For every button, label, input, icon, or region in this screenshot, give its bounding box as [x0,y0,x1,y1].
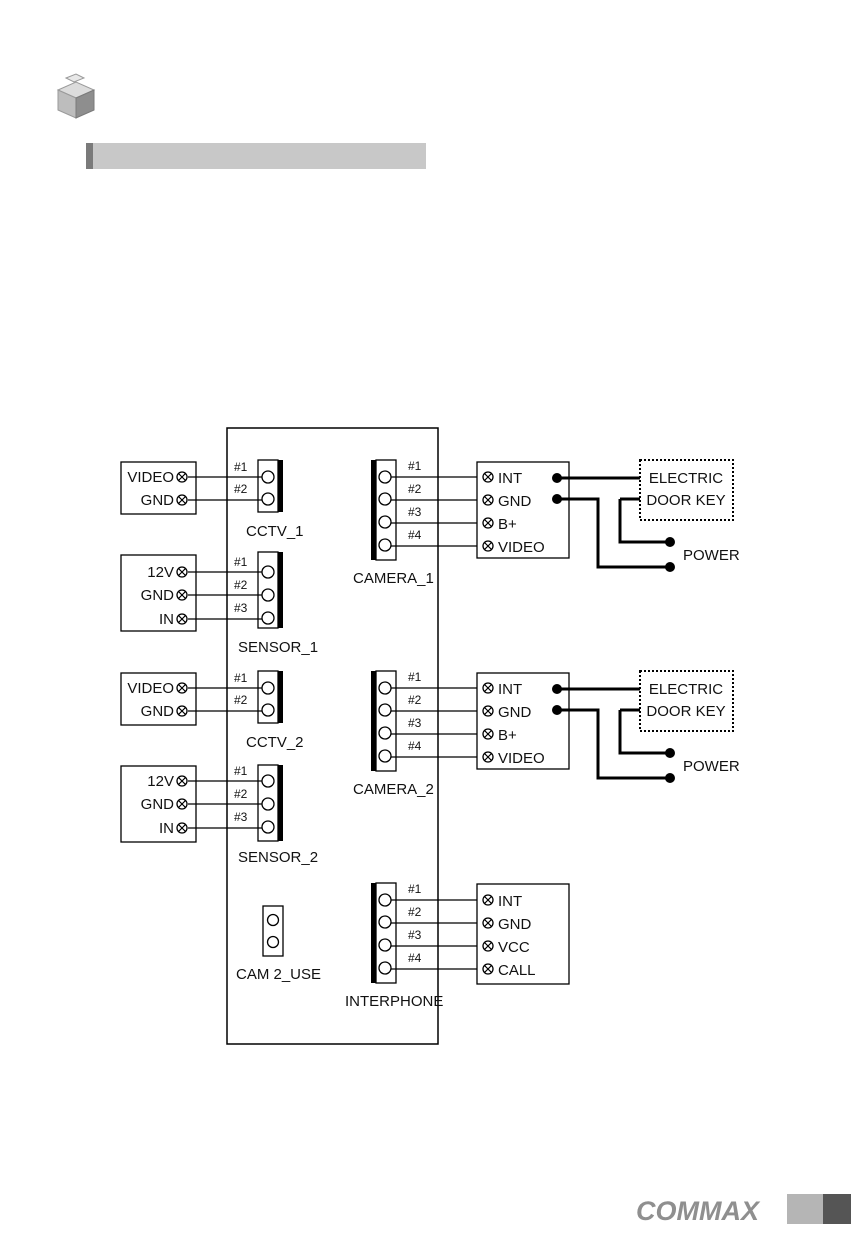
pin-label: #3 [234,810,248,824]
pin-label: #2 [408,693,422,707]
connector-label-camera2: CAMERA_2 [353,781,434,798]
door-key-label: ELECTRIC [649,470,723,487]
pin-label: #2 [408,482,422,496]
sensor2-terminal-label: 12V [147,773,174,790]
pin-label: #3 [234,601,248,615]
pin-label: #1 [408,459,422,473]
power-label: POWER [683,758,740,775]
pin-label: #4 [408,739,422,753]
pin-label: #1 [234,460,248,474]
sensor1-terminal-label: GND [141,587,175,604]
connector-label-interphone: INTERPHONE [345,993,443,1010]
camera2-terminal-label: B+ [498,727,517,744]
sensor1-terminal-label: IN [159,611,174,628]
pin-label: #2 [408,905,422,919]
pin-label: #1 [234,555,248,569]
pin-label: #2 [234,787,248,801]
pin-label: #3 [408,928,422,942]
cctv1-terminal-label: GND [141,492,175,509]
interphone-terminal-label: INT [498,893,522,910]
pin-label: #2 [234,578,248,592]
camera2-terminal-label: INT [498,681,522,698]
footer-page-tab-dark [823,1194,851,1224]
connector-label-cctv1: CCTV_1 [246,523,304,540]
cctv2-device: VIDEO GND [121,673,196,725]
door-key-label: DOOR KEY [646,492,725,509]
sensor2-terminal-label: IN [159,820,174,837]
pin-label: #2 [234,693,248,707]
pin-label: #1 [234,671,248,685]
pin-label: #1 [234,764,248,778]
power-label: POWER [683,547,740,564]
interphone-device: INT GND VCC CALL [477,884,569,984]
camera1-terminal-label: VIDEO [498,539,545,556]
cctv1-device: VIDEO GND [121,462,196,514]
camera1-terminal-label: GND [498,493,532,510]
pin-label: #3 [408,716,422,730]
cctv2-terminal-label: VIDEO [127,680,174,697]
camera2-terminal-label: GND [498,704,532,721]
cctv2-terminal-label: GND [141,703,175,720]
connector-label-camera1: CAMERA_1 [353,570,434,587]
interphone-terminal-label: VCC [498,939,530,956]
pin-label: #4 [408,528,422,542]
connector-label-cctv2: CCTV_2 [246,734,304,751]
pin-label: #1 [408,882,422,896]
pin-label: #4 [408,951,422,965]
commax-logo: COMMAX [636,1196,759,1227]
footer-page-tab [787,1194,823,1224]
pin-label: #2 [234,482,248,496]
sensor1-device: 12V GND IN [121,555,196,631]
camera1-terminal-label: B+ [498,516,517,533]
door-key-label: ELECTRIC [649,681,723,698]
door-key-1-wiring: ELECTRIC DOOR KEY POWER [552,460,740,572]
pin-label: #3 [408,505,422,519]
camera1-terminal-label: INT [498,470,522,487]
sensor2-terminal-label: GND [141,796,175,813]
door-key-2-wiring: ELECTRIC DOOR KEY POWER [552,671,740,783]
sensor2-device: 12V GND IN [121,766,196,842]
connector-label-sensor1: SENSOR_1 [238,639,318,656]
camera2-terminal-label: VIDEO [498,750,545,767]
pin-label: #1 [408,670,422,684]
connector-label-sensor2: SENSOR_2 [238,849,318,866]
connector-label-cam2use: CAM 2_USE [236,966,321,983]
sensor1-terminal-label: 12V [147,564,174,581]
interphone-terminal-label: GND [498,916,532,933]
cctv1-terminal-label: VIDEO [127,469,174,486]
interphone-terminal-label: CALL [498,962,536,979]
door-key-label: DOOR KEY [646,703,725,720]
